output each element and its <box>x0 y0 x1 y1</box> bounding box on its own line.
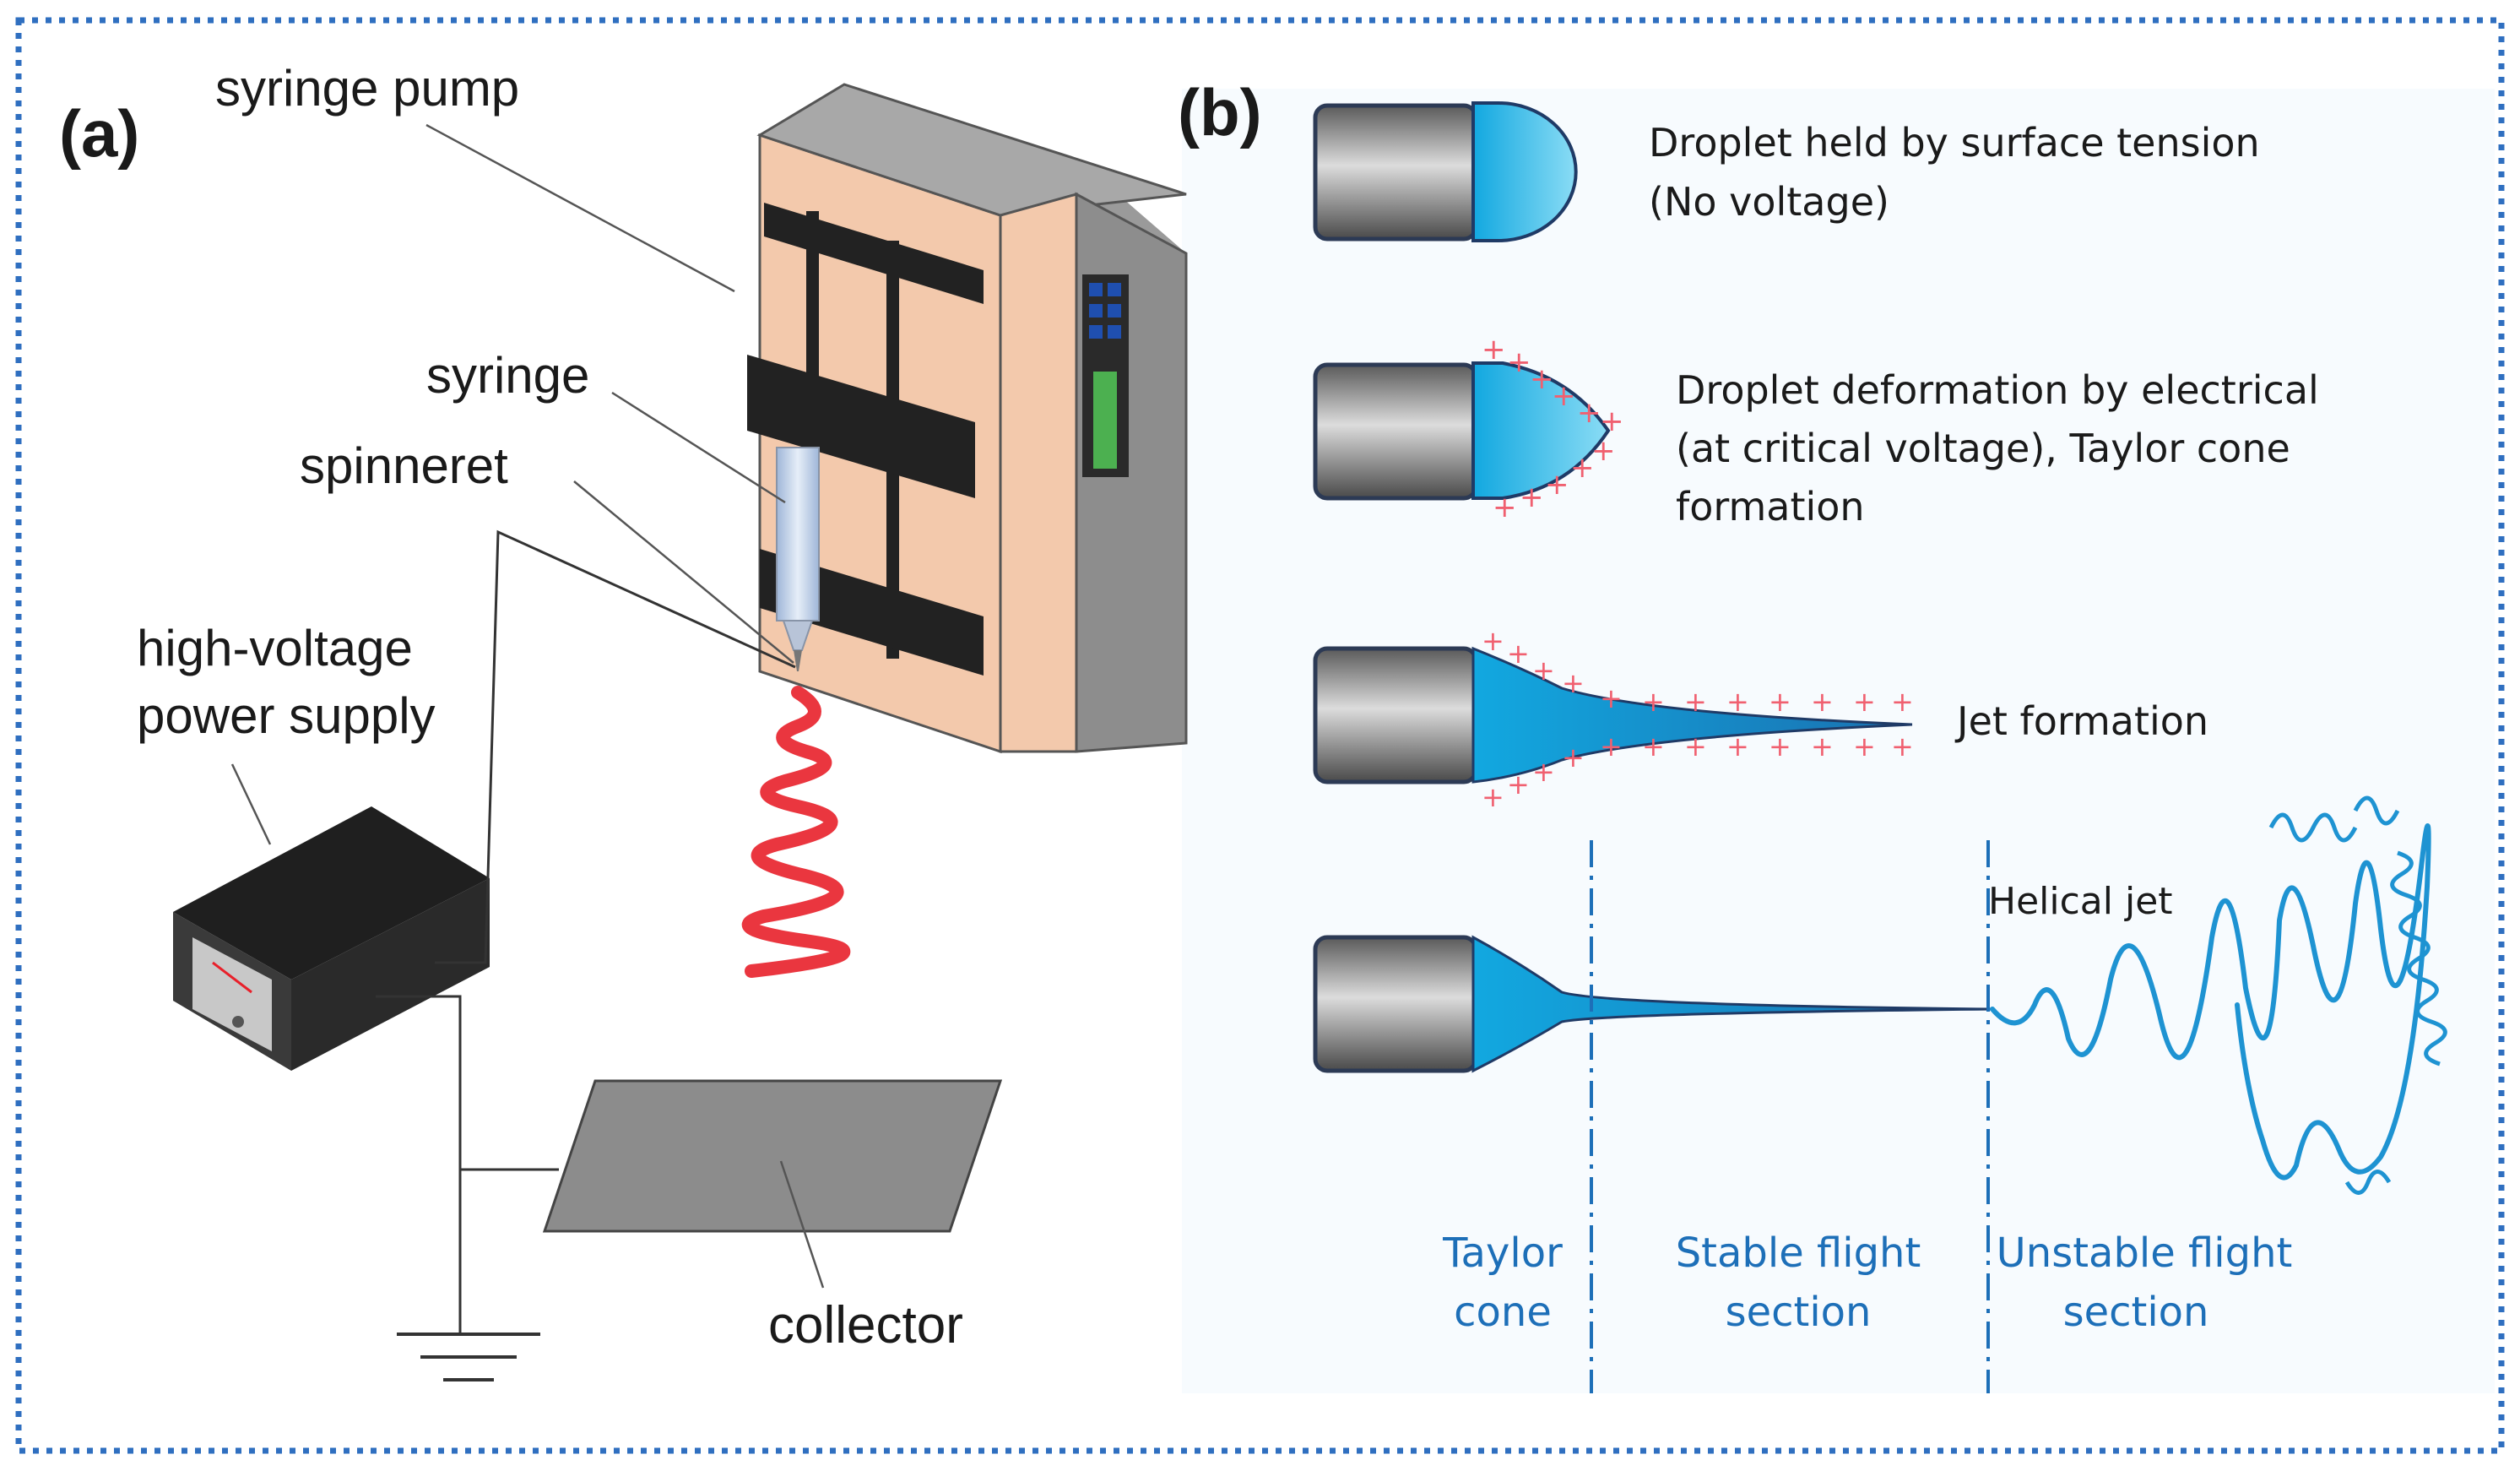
label-power-supply-line2: power supply <box>137 687 436 744</box>
svg-text:+: + <box>1642 686 1665 718</box>
stage-1-line2: (No voltage) <box>1649 179 1889 225</box>
svg-text:+: + <box>1684 686 1707 718</box>
svg-text:+: + <box>1507 345 1531 379</box>
svg-text:+: + <box>1520 480 1544 514</box>
stage-3-jet: ++++ ++++ ++++ ++++ ++++ ++++ <box>1313 625 1914 813</box>
svg-text:+: + <box>1530 362 1554 396</box>
panel-b-tag: (b) <box>1178 75 1262 149</box>
svg-text:+: + <box>1769 686 1791 718</box>
svg-text:+: + <box>1532 756 1555 788</box>
red-helical-jet <box>741 686 851 978</box>
svg-text:+: + <box>1552 379 1576 413</box>
section-unstable-line1: Unstable flight <box>1997 1229 2293 1277</box>
section-stable-line1: Stable flight <box>1676 1229 1921 1277</box>
section-taylor-line1: Taylor <box>1442 1229 1563 1277</box>
svg-text:+: + <box>1532 654 1555 687</box>
svg-text:+: + <box>1482 781 1504 813</box>
svg-text:+: + <box>1562 667 1585 699</box>
svg-text:+: + <box>1811 686 1834 718</box>
section-stable-line2: section <box>1726 1289 1872 1336</box>
svg-text:+: + <box>1507 768 1530 801</box>
jet-charge-signs: ++++ ++++ ++++ ++++ ++++ ++++ <box>1482 625 1914 813</box>
stage-2-deformation: +++ +++ +++ ++ <box>1313 333 1624 524</box>
label-syringe: syringe <box>426 347 589 404</box>
stage-2-line2: (at critical voltage), Taylor cone <box>1676 426 2290 471</box>
svg-text:+: + <box>1482 625 1504 657</box>
svg-text:+: + <box>1811 730 1834 763</box>
section-unstable-line2: section <box>2063 1289 2209 1336</box>
svg-text:+: + <box>1891 730 1914 763</box>
label-collector: collector <box>768 1296 963 1354</box>
svg-text:+: + <box>1570 451 1595 485</box>
collector-plate <box>542 1079 1003 1233</box>
svg-text:+: + <box>1507 638 1530 670</box>
svg-text:+: + <box>1600 730 1623 763</box>
wire-to-spinneret <box>435 529 796 964</box>
svg-text:+: + <box>1600 682 1623 714</box>
svg-text:+: + <box>1642 730 1665 763</box>
svg-text:+: + <box>1853 730 1876 763</box>
svg-text:+: + <box>1891 686 1914 718</box>
svg-text:+: + <box>1545 468 1569 502</box>
svg-text:+: + <box>1482 333 1506 366</box>
stage-4-line1: Helical jet <box>1988 880 2173 923</box>
label-syringe-pump: syringe pump <box>215 60 519 117</box>
wire-to-ground <box>376 995 462 1334</box>
figure-border <box>15 17 2505 1454</box>
charge-signs: +++ +++ +++ ++ <box>1482 333 1624 524</box>
whipping-loops-outer <box>2268 795 2447 1195</box>
dial-icon <box>232 1016 244 1028</box>
svg-text:+: + <box>1600 404 1624 438</box>
stage-1-droplet <box>1313 101 1578 242</box>
svg-text:+: + <box>1591 434 1616 468</box>
svg-text:+: + <box>1684 730 1707 763</box>
high-voltage-power-supply <box>173 806 490 1071</box>
svg-text:+: + <box>1853 686 1876 718</box>
svg-text:+: + <box>1493 491 1517 524</box>
panel-a-tag: (a) <box>59 96 139 171</box>
syringe-pump <box>747 83 1188 754</box>
label-spinneret: spinneret <box>300 437 508 494</box>
svg-text:+: + <box>1726 686 1749 718</box>
ground-icon <box>397 1333 540 1381</box>
panel-b: (b) Droplet held by surface tension (No … <box>1178 75 2447 1393</box>
panel-a: (a) <box>59 60 1188 1381</box>
svg-text:+: + <box>1769 730 1791 763</box>
stage-2-line3: formation <box>1676 484 1865 529</box>
svg-text:+: + <box>1726 730 1749 763</box>
stage-1-line1: Droplet held by surface tension <box>1649 120 2260 166</box>
stage-4-helical-jet <box>1313 795 2447 1195</box>
syringe-barrel <box>776 447 820 622</box>
svg-text:+: + <box>1562 741 1585 773</box>
stage-3-line1: Jet formation <box>1954 698 2208 744</box>
whipping-jet <box>1990 823 2431 1181</box>
stage-2-line1: Droplet deformation by electrical <box>1676 367 2319 413</box>
section-taylor-line2: cone <box>1454 1289 1552 1336</box>
svg-text:+: + <box>1577 396 1601 430</box>
label-power-supply-line1: high-voltage <box>137 620 413 676</box>
